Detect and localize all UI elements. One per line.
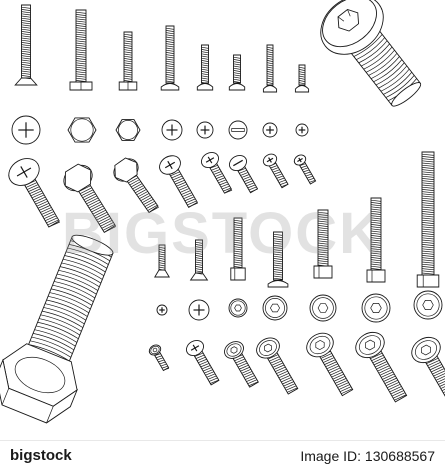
isometric-screw	[221, 338, 262, 389]
side-screw	[15, 5, 37, 85]
screws-bolts-illustration	[0, 0, 445, 440]
isometric-screw	[156, 152, 203, 211]
large-hex-bolt	[0, 225, 132, 429]
isometric-screws	[4, 149, 445, 418]
isometric-screw	[184, 337, 223, 387]
side-screw	[161, 26, 179, 90]
screw-head-top	[362, 294, 390, 322]
screw-head-top	[229, 299, 247, 317]
isometric-screw	[4, 153, 69, 233]
screw-head-top	[197, 122, 213, 138]
isometric-screw	[227, 152, 262, 195]
side-screw	[314, 210, 332, 278]
isometric-screw	[147, 343, 171, 373]
isometric-screw	[302, 329, 359, 400]
side-screw	[155, 245, 169, 277]
screw-head-top	[229, 121, 247, 139]
side-screw	[367, 198, 385, 282]
brand-logo: bigstock	[10, 447, 72, 464]
side-screw	[295, 65, 308, 92]
footer-bar: bigstock Image ID: 130688567	[0, 440, 445, 471]
side-screw	[191, 240, 208, 280]
image-id: Image ID: 130688567	[300, 448, 435, 464]
screw-head-top	[263, 123, 277, 137]
screw-head-top	[116, 120, 140, 141]
side-screw	[70, 10, 92, 90]
side-screw	[229, 55, 244, 90]
screw-head-top	[68, 118, 96, 142]
side-screw	[119, 32, 137, 90]
isometric-screw	[351, 327, 414, 406]
side-screw	[268, 232, 288, 287]
isometric-screw	[110, 154, 165, 218]
screw-head-top	[296, 124, 308, 136]
isometric-screw	[292, 153, 318, 186]
screw-head-top	[263, 296, 287, 320]
screw-head-top	[12, 116, 40, 144]
screw-head-top	[189, 300, 209, 320]
isometric-screw	[199, 149, 237, 196]
isometric-screw	[407, 332, 445, 418]
side-screw	[263, 45, 276, 92]
screw-head-top-views	[12, 116, 442, 322]
screw-head-top	[157, 305, 167, 315]
large-socket-button-screw	[309, 0, 436, 119]
isometric-screw	[59, 160, 123, 238]
screw-head-top	[310, 295, 336, 321]
side-screw	[231, 218, 245, 280]
isometric-screw	[261, 152, 291, 190]
side-screw	[197, 45, 212, 90]
side-view-screws	[15, 5, 439, 287]
isometric-screw	[253, 334, 303, 397]
side-screw	[417, 152, 439, 287]
screw-head-top	[414, 291, 442, 319]
screw-head-top	[162, 120, 182, 140]
